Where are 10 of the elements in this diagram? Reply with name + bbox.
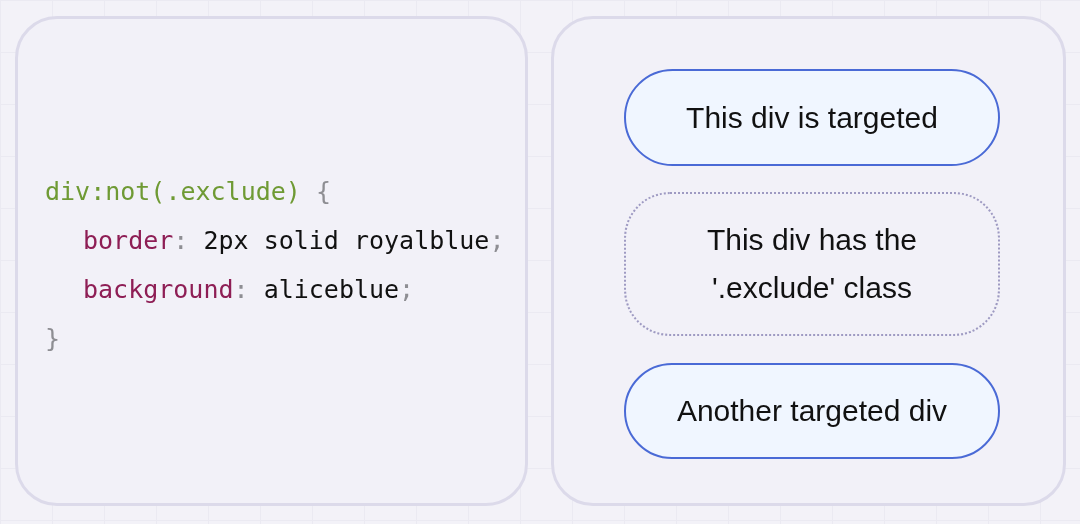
box-text: Another targeted div xyxy=(676,393,948,429)
preview-panel xyxy=(551,16,1066,506)
code-line: div:not(.exclude) { xyxy=(45,176,331,208)
dotted-box xyxy=(624,192,1000,336)
code-line: } xyxy=(45,323,61,355)
code-line: border: 2px solid royalblue; xyxy=(83,225,505,257)
code-line: background: aliceblue; xyxy=(83,274,415,306)
box-text: This div has the '.exclude' class xyxy=(705,222,919,306)
box-text: This div is targeted xyxy=(686,99,938,136)
code-panel xyxy=(15,16,528,506)
